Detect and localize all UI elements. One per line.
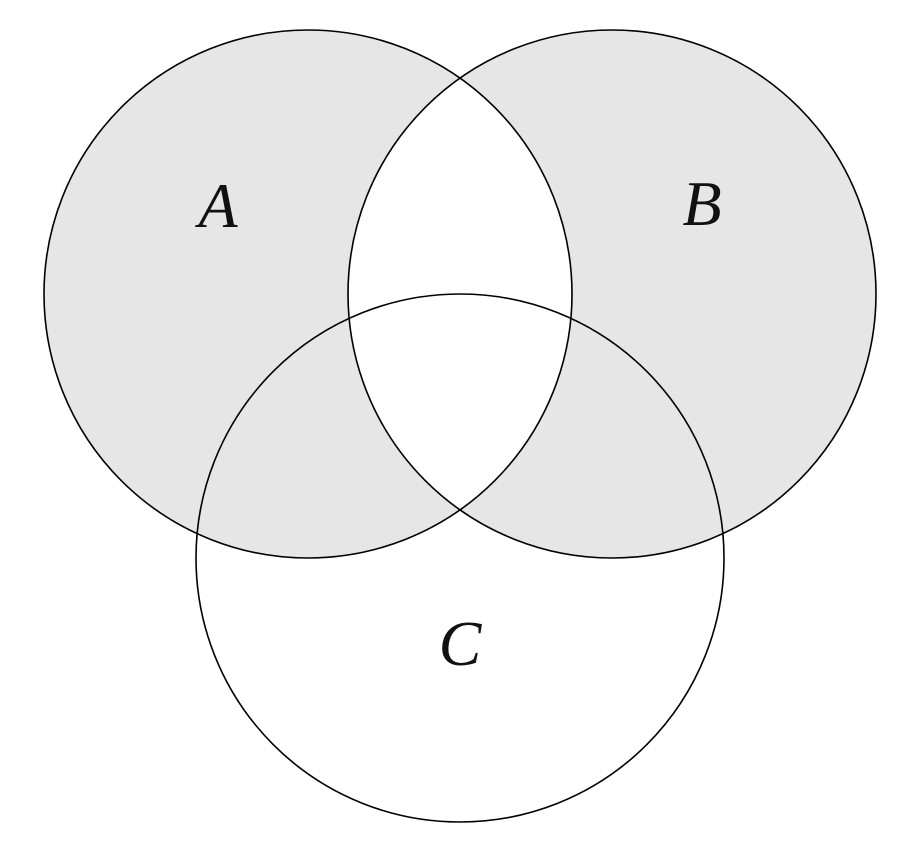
set-b-circle xyxy=(347,29,877,559)
shaded-region-a-xor-b xyxy=(44,30,876,558)
set-c-circle xyxy=(195,293,725,823)
set-b-label: B xyxy=(682,168,721,239)
set-a-label: A xyxy=(194,170,238,241)
set-c-label: C xyxy=(439,608,483,679)
set-a-circle xyxy=(43,29,573,559)
